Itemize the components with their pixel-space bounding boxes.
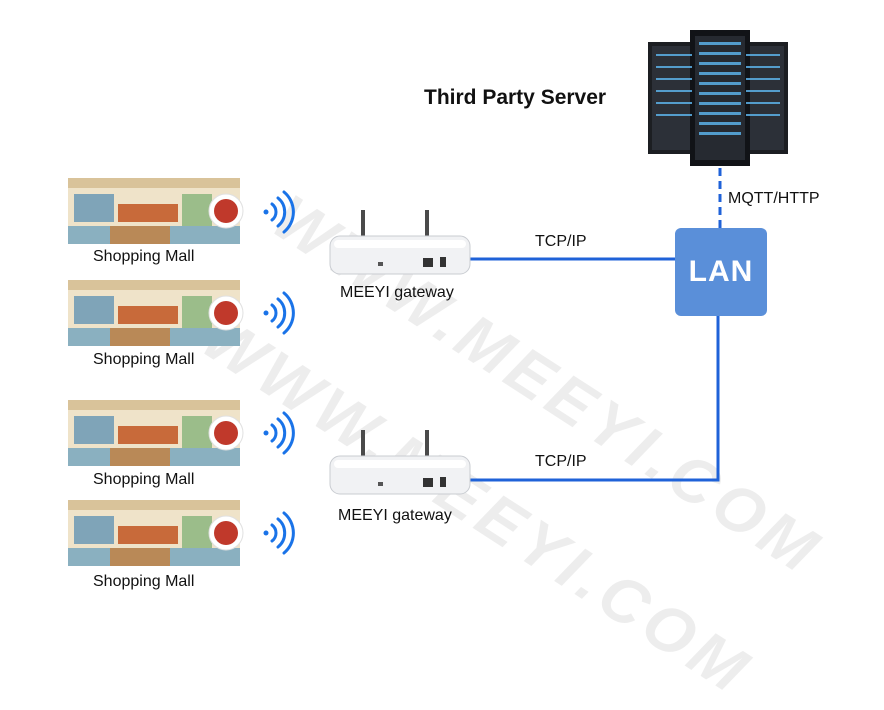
protocol-label: MQTT/HTTP bbox=[728, 190, 820, 207]
lan-label: LAN bbox=[688, 255, 754, 288]
link-label-top: TCP/IP bbox=[535, 233, 587, 250]
wifi-signals bbox=[263, 190, 295, 555]
server-rack-icon bbox=[648, 30, 788, 166]
link-label-bottom: TCP/IP bbox=[535, 453, 587, 470]
server-title: Third Party Server bbox=[424, 86, 607, 109]
wifi-icon bbox=[263, 411, 295, 455]
wifi-icon bbox=[263, 511, 295, 555]
gateway-label-bottom: MEEYI gateway bbox=[338, 507, 452, 524]
venue-scenes bbox=[68, 178, 244, 566]
gateway-device-bottom bbox=[329, 430, 471, 495]
gateway2-lan-link bbox=[470, 316, 720, 482]
lan-node: LAN bbox=[675, 228, 767, 316]
mall-scene-2 bbox=[68, 280, 244, 346]
wifi-icon bbox=[263, 190, 295, 234]
venue-label-3: Shopping Mall bbox=[93, 471, 195, 488]
venue-label-4: Shopping Mall bbox=[93, 573, 195, 590]
gateway-label-top: MEEYI gateway bbox=[340, 284, 454, 301]
connection-lines bbox=[470, 168, 722, 482]
venue-label-2: Shopping Mall bbox=[93, 351, 195, 368]
wifi-icon bbox=[263, 291, 295, 335]
gateway-device-top bbox=[329, 210, 471, 275]
venue-label-1: Shopping Mall bbox=[93, 248, 195, 265]
mall-scene-1 bbox=[68, 178, 244, 244]
mall-scene-3 bbox=[68, 400, 244, 466]
mall-scene-4 bbox=[68, 500, 244, 566]
